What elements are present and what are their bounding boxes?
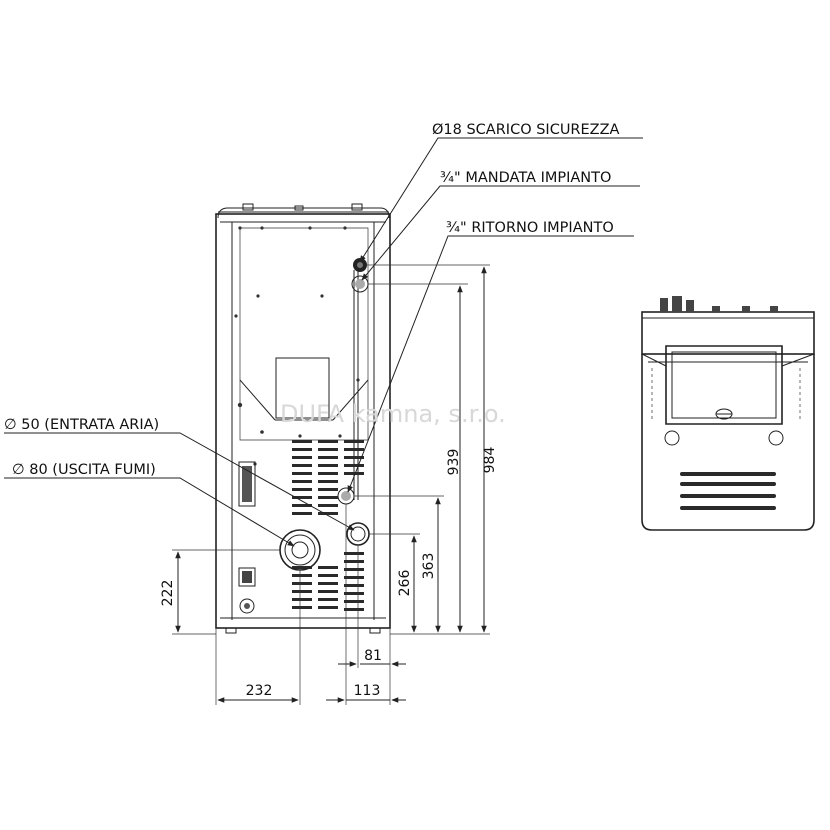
dimension-lines — [172, 264, 490, 705]
watermark: DUFA kamna, s.r.o. — [280, 400, 506, 428]
label-scarico-sicurezza: Ø18 SCARICO SICUREZZA — [432, 122, 620, 138]
dim-363: 363 — [421, 553, 437, 580]
label-mandata-impianto: ¾" MANDATA IMPIANTO — [440, 170, 611, 186]
label-ritorno-impianto: ¾" RITORNO IMPIANTO — [446, 220, 614, 236]
stove-top-view — [641, 296, 815, 531]
stove-rear-view — [215, 203, 391, 634]
label-uscita-fumi: ∅ 80 (USCITA FUMI) — [12, 462, 156, 478]
fitting-scarico — [353, 258, 367, 272]
label-entrata-aria: ∅ 50 (ENTRATA ARIA) — [4, 417, 159, 433]
dim-984: 984 — [482, 447, 498, 474]
callout-leaders — [4, 137, 643, 547]
dim-232: 232 — [246, 683, 273, 699]
fitting-uscita-fumi — [279, 529, 321, 571]
ventilation-slots — [292, 440, 364, 611]
dim-266: 266 — [397, 570, 413, 597]
dim-81: 81 — [364, 648, 382, 664]
dim-113: 113 — [354, 683, 381, 699]
dim-222: 222 — [160, 580, 176, 607]
fitting-entrata-aria — [346, 522, 370, 546]
fitting-ritorno — [337, 487, 355, 505]
dim-939: 939 — [446, 449, 462, 476]
